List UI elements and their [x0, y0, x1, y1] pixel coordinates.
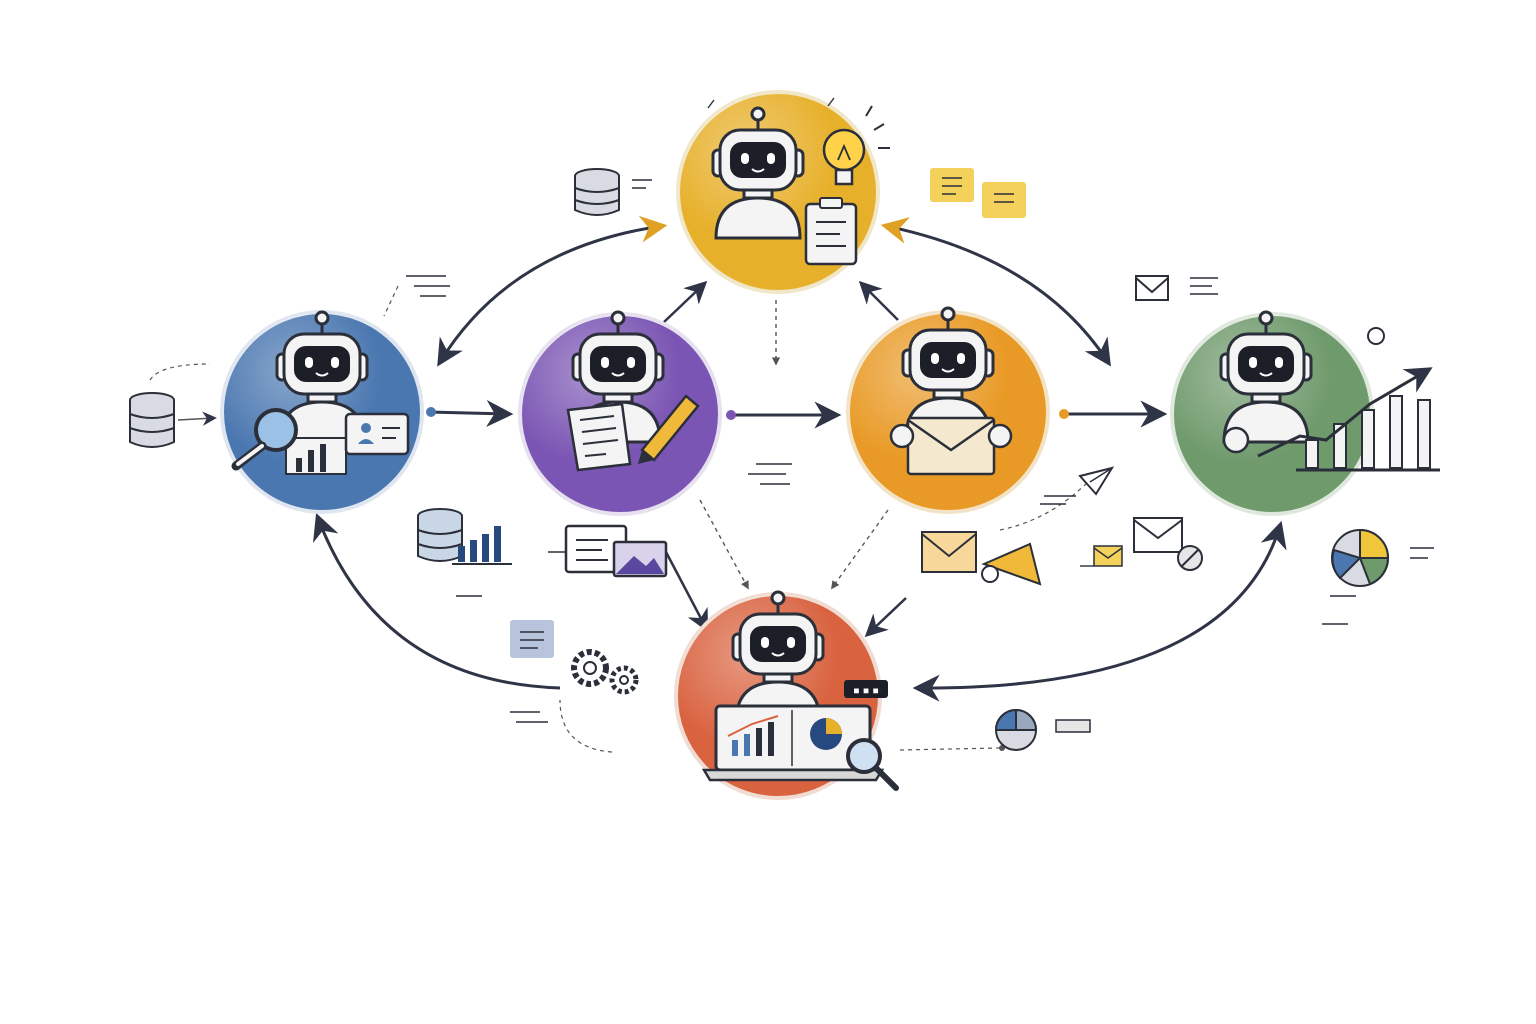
dashed-connector — [899, 747, 1001, 751]
lightbulb-icon — [822, 105, 890, 186]
dashed-connector — [383, 285, 399, 317]
edges — [149, 215, 1287, 753]
node-growth-agent — [1170, 310, 1440, 516]
dashed-connector — [999, 478, 1092, 531]
screen-label-badge: ■ ■ ■ — [844, 680, 888, 698]
pie-chart-icon — [1331, 528, 1434, 587]
envelope-icon — [889, 416, 1013, 476]
edge-analyst-research — [313, 512, 561, 690]
bar-chart-icon — [285, 437, 347, 475]
rising-bar-chart-icon — [1222, 367, 1440, 472]
edge-growth-analyst — [912, 520, 1287, 702]
edge-dot — [1059, 409, 1069, 419]
mail-icon — [1135, 275, 1385, 345]
edge-planner-growth — [880, 217, 1111, 367]
edge-dashed-2 — [831, 509, 889, 590]
pie-chart-icon — [994, 708, 1091, 751]
database-icon — [574, 168, 652, 216]
pencil-icon — [638, 394, 700, 464]
paper-plane-icon — [1078, 466, 1115, 496]
sticky-note-icon — [930, 168, 1026, 218]
envelope-megaphone-icon — [921, 531, 1042, 586]
edge-dot — [426, 407, 436, 417]
magnifier-icon — [846, 738, 899, 791]
edge-writer-planner — [663, 280, 708, 323]
edge-outreach-analyst — [864, 597, 907, 638]
laptop-dashboard-icon — [701, 704, 885, 782]
edge-research-planner — [437, 215, 668, 367]
text-image-card-icon — [564, 524, 668, 578]
decorative-dashes — [406, 97, 1356, 723]
edge-writer-analyst — [664, 551, 709, 632]
magnifier-icon — [231, 408, 298, 471]
edge-db-research — [177, 411, 217, 426]
screen-label: ■ ■ ■ — [854, 686, 878, 695]
document-icon — [566, 402, 632, 472]
note-icon — [510, 620, 554, 658]
edge-outreach-planner — [858, 280, 899, 321]
id-card-icon — [344, 412, 410, 456]
dashed-connector — [559, 699, 613, 753]
node-outreach-agent — [846, 306, 1050, 514]
dashed-connector — [149, 363, 211, 381]
mail-icon — [1093, 517, 1203, 571]
node-writer-agent — [518, 310, 722, 516]
node-analyst-agent: ■ ■ ■ — [674, 590, 899, 800]
clipboard-icon — [804, 197, 858, 266]
edge-dot — [726, 410, 736, 420]
node-planner-agent — [676, 90, 890, 294]
edge-research-writer — [427, 399, 514, 427]
database-bar-chart-icon — [417, 508, 512, 565]
node-research-agent — [220, 310, 424, 514]
gears-icon — [571, 649, 639, 695]
database-icon — [129, 392, 175, 448]
edge-dashed-1 — [699, 499, 749, 590]
